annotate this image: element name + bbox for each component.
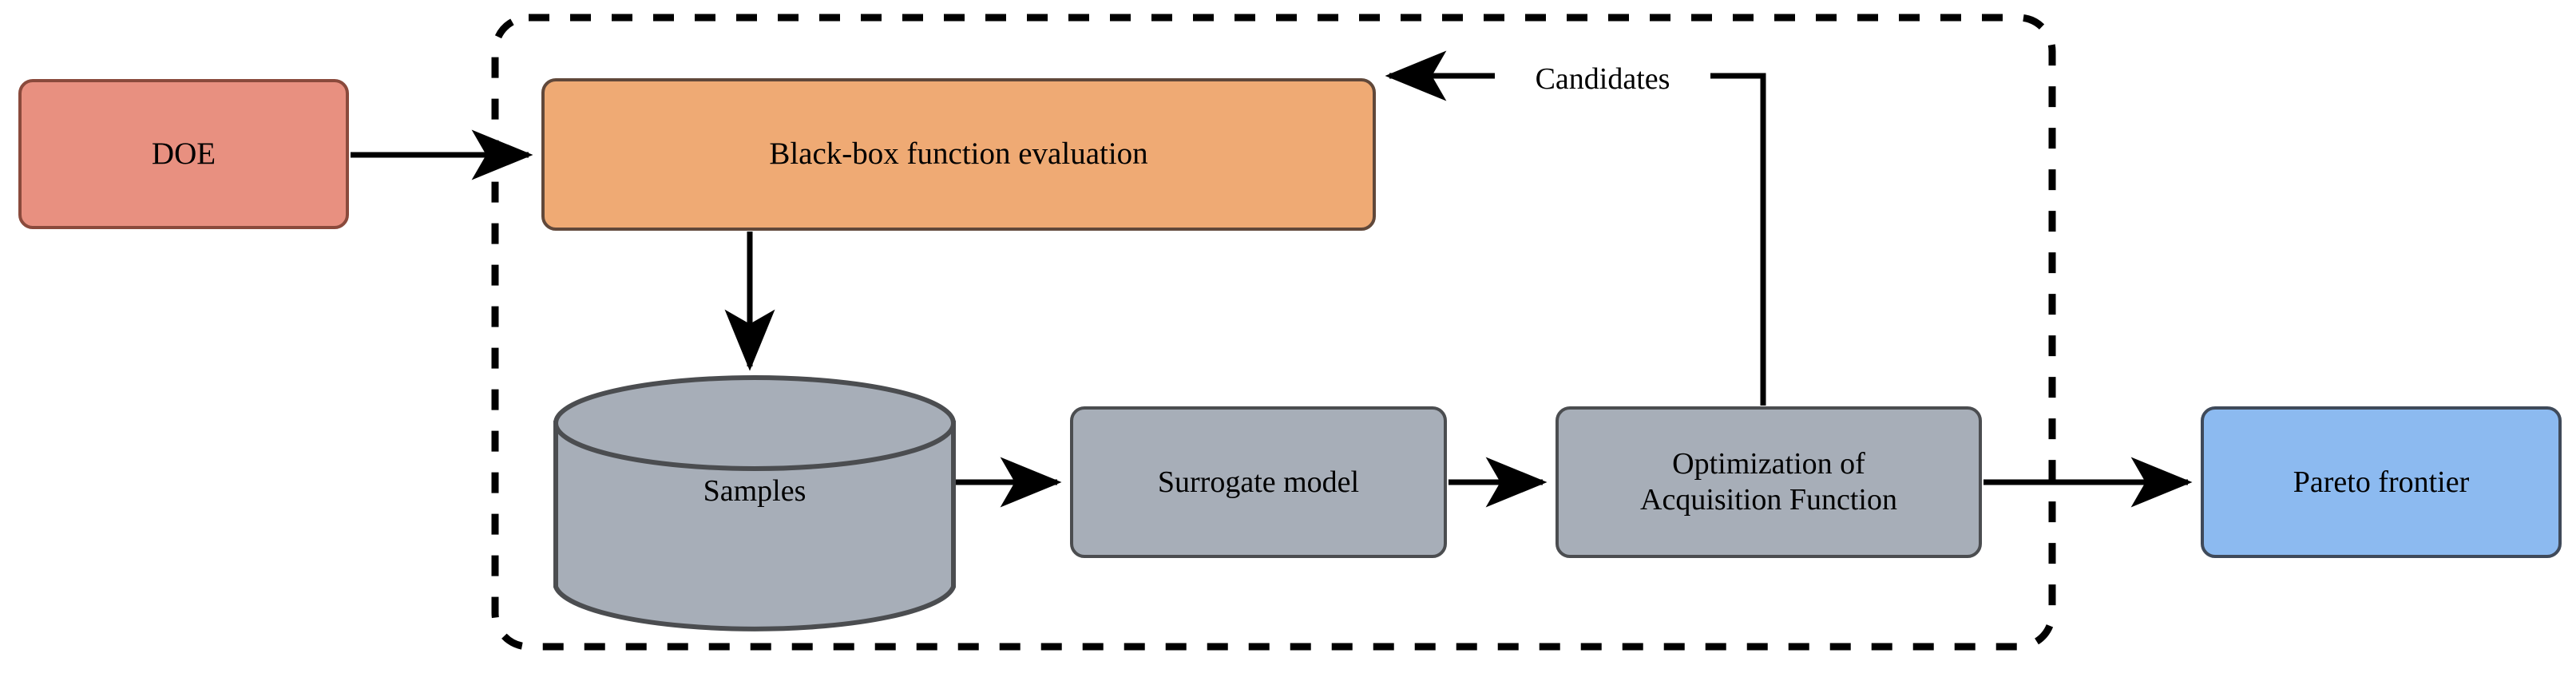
- node-samples[interactable]: Samples: [554, 467, 955, 515]
- edge-label-candidates: Candidates: [1495, 57, 1710, 101]
- node-black-box-function-evaluation-label: Black-box function evaluation: [769, 137, 1148, 172]
- node-doe[interactable]: DOE: [18, 79, 349, 229]
- node-doe-label: DOE: [151, 136, 216, 171]
- node-optimization-of-acquisition-function-label: Optimization of Acquisition Function: [1640, 447, 1897, 517]
- node-black-box-function-evaluation[interactable]: Black-box function evaluation: [541, 78, 1376, 231]
- edge-optimization-to-blackbox: [1385, 50, 1766, 406]
- node-surrogate-model-label: Surrogate model: [1157, 465, 1360, 499]
- node-samples-label: Samples: [703, 473, 806, 508]
- node-pareto-frontier[interactable]: Pareto frontier: [2201, 406, 2562, 558]
- node-pareto-frontier-label: Pareto frontier: [2293, 465, 2470, 499]
- node-surrogate-model[interactable]: Surrogate model: [1070, 406, 1447, 558]
- edge-label-candidates-text: Candidates: [1535, 62, 1670, 96]
- node-optimization-of-acquisition-function[interactable]: Optimization of Acquisition Function: [1556, 406, 1982, 558]
